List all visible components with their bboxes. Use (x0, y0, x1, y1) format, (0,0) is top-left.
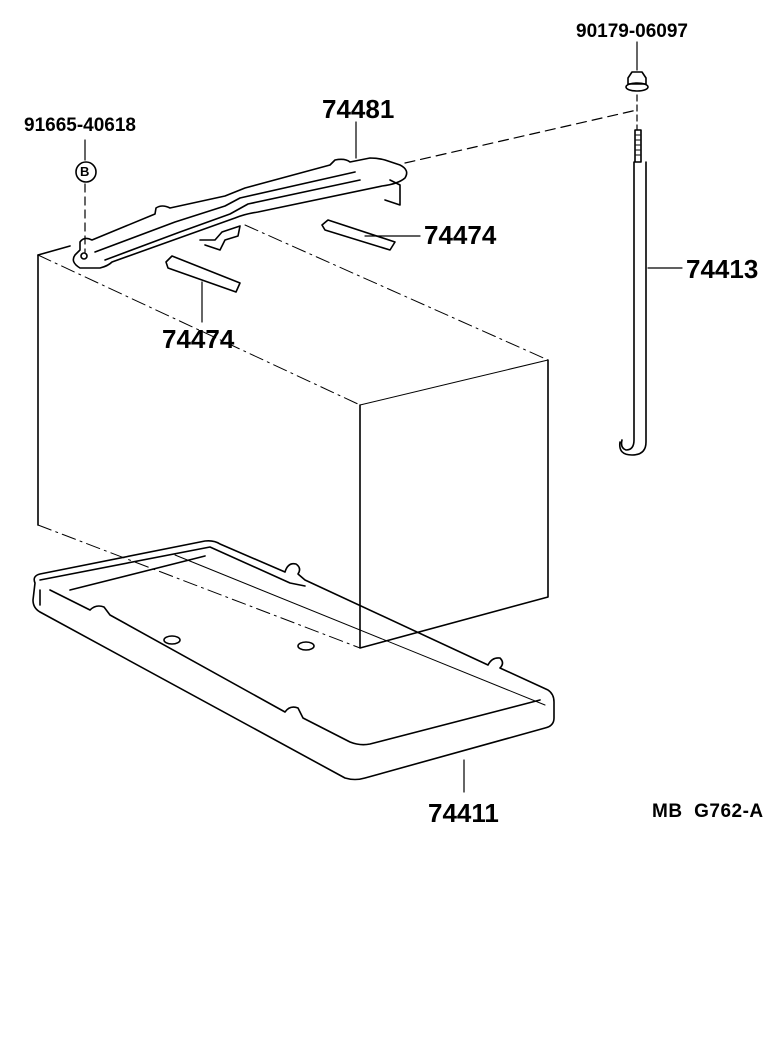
bolt-callout-letter: B (80, 164, 90, 179)
bolt-part-number: 91665-40618 (24, 115, 136, 136)
rod-part-number: 74413 (686, 254, 759, 284)
pad-left (165, 255, 241, 293)
bolt-callout-circle (75, 161, 97, 183)
flange-nut (625, 71, 649, 92)
hold-down-clamp (72, 157, 408, 269)
pad-left-part-number: 74474 (162, 324, 235, 354)
nut-part-number: 90179-06097 (576, 21, 688, 42)
pad-right (321, 219, 396, 251)
clamp-part-number: 74481 (322, 94, 395, 124)
tray-part-number: 74411 (428, 798, 499, 828)
battery-tray (32, 540, 555, 781)
diagram-reference-code: MB G762-A (652, 801, 764, 822)
battery-box (37, 224, 549, 649)
hook-rod (618, 129, 647, 456)
pad-right-part-number: 74474 (424, 220, 497, 250)
